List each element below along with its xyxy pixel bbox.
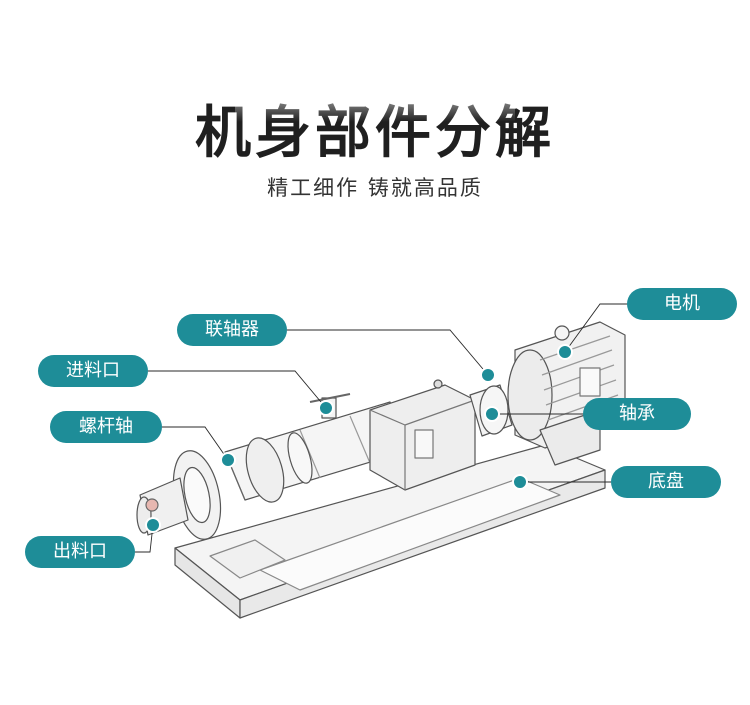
label-coupling: 联轴器: [177, 314, 287, 346]
anchor-dots: [145, 344, 573, 533]
outlet-sight-glass: [145, 498, 159, 512]
label-outlet: 出料口: [25, 536, 135, 568]
anchor-dot-screw-shaft: [220, 452, 236, 468]
label-bearing: 轴承: [583, 398, 691, 430]
anchor-dot-outlet: [145, 517, 161, 533]
anchor-dot-coupling: [480, 367, 496, 383]
base-plate-pad: [209, 539, 286, 579]
leader-inlet: [148, 370, 327, 409]
leader-screw-shaft: [162, 426, 229, 461]
label-inlet: 进料口: [38, 355, 148, 387]
leader-coupling: [287, 329, 489, 376]
label-motor: 电机: [627, 288, 737, 320]
housing-window: [414, 429, 434, 459]
leader-outlet: [135, 524, 154, 553]
base-plate-recess: [259, 477, 561, 591]
barrel-flange: [245, 437, 285, 503]
anchor-dot-inlet: [318, 400, 334, 416]
motor-mount: [539, 409, 601, 466]
label-screw-shaft: 螺杆轴: [50, 411, 162, 443]
pump-illustration: [136, 321, 626, 619]
motor-front-cap: [507, 349, 553, 441]
page-subtitle: 精工细作 铸就高品质: [267, 176, 483, 200]
motor-lifting-eye: [554, 325, 570, 341]
label-base: 底盘: [611, 466, 721, 498]
motor-terminal-box: [579, 367, 601, 397]
anchor-dot-motor: [557, 344, 573, 360]
leader-lines: [135, 303, 655, 553]
anchor-dot-bearing: [484, 406, 500, 422]
anchor-dot-base: [512, 474, 528, 490]
